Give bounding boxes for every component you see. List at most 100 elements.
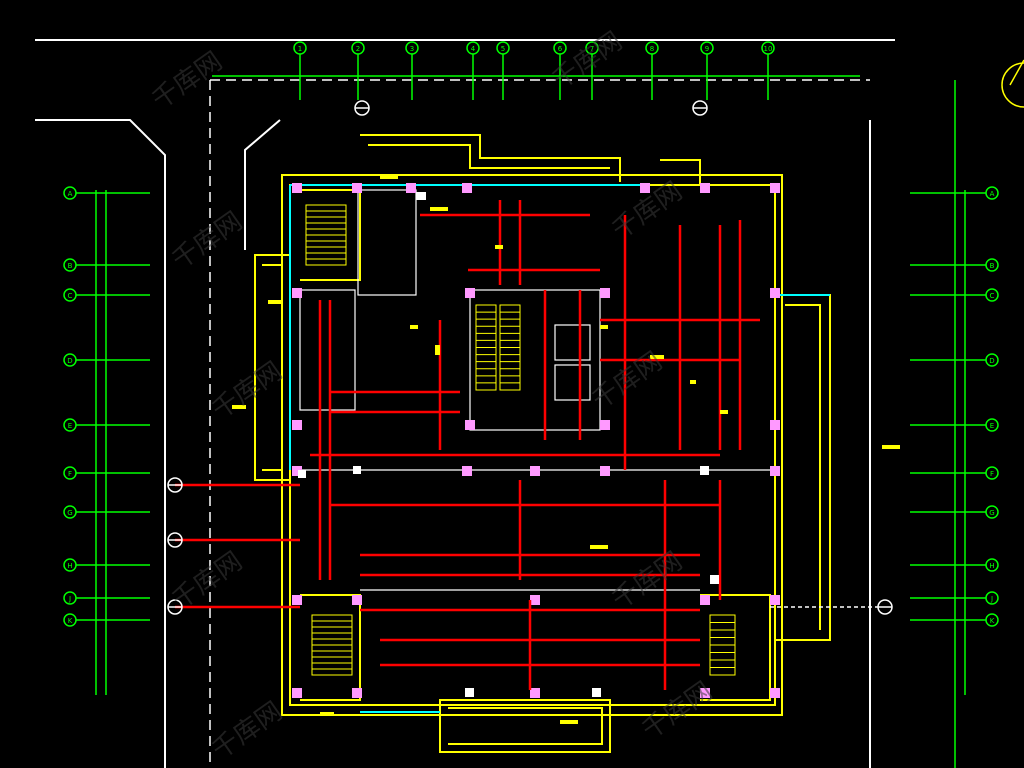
grid-bubble-top: 7: [585, 41, 599, 55]
grid-bubble-top: 8: [645, 41, 659, 55]
watermark-text: 千库网: [637, 676, 718, 745]
grid-bubble-left: G: [63, 505, 150, 519]
fixture: [495, 245, 503, 249]
fixture: [380, 175, 398, 179]
grid-bubble-label: A: [68, 190, 73, 198]
grid-bubble-top: 5: [496, 41, 510, 55]
stair-run: [709, 614, 736, 676]
glass-curtain: [289, 184, 830, 713]
column: [462, 466, 472, 476]
grid-bubble-label: 6: [558, 45, 563, 53]
stair-run: [305, 204, 347, 266]
grid-bubble-top: 2: [351, 41, 365, 55]
grid-bubble-top: 1: [293, 41, 307, 55]
column: [770, 466, 780, 476]
sprinkler-pipes: [175, 200, 760, 690]
watermark-text: 千库网: [607, 546, 688, 615]
column: [292, 688, 302, 698]
stair-run: [311, 614, 353, 676]
grid-bubble-label: K: [68, 617, 73, 625]
section-markers: [167, 100, 893, 615]
grid-bubble-label: 8: [650, 45, 654, 53]
column: [700, 595, 710, 605]
grid-bubble-right: E: [910, 418, 999, 432]
column: [530, 466, 540, 476]
watermark-text: 千库网: [147, 46, 228, 115]
grid-bubble-top: 10: [761, 41, 775, 55]
column: [770, 183, 780, 193]
fixture: [590, 545, 608, 549]
grid-bubble-right: G: [910, 505, 999, 519]
top-grid-bubbles: 1 2 3 4 5 6 7 8 9 10: [293, 41, 775, 55]
watermark-text: 千库网: [587, 346, 668, 415]
grid-bubble-label: 5: [501, 45, 505, 53]
column: [530, 688, 540, 698]
grid-bubble-label: K: [990, 617, 995, 625]
fixture: [600, 325, 608, 329]
grid-bubble-left: J: [63, 591, 150, 605]
grid-bubble-label: J: [990, 595, 993, 603]
grid-bubble-right: A: [910, 186, 999, 200]
stairs: [305, 204, 736, 676]
building-walls: [254, 134, 831, 753]
grid-bubble-left: A: [63, 186, 150, 200]
fixture: [435, 345, 440, 355]
grid-bubble-label: J: [68, 595, 71, 603]
watermark-text: 千库网: [167, 546, 248, 615]
grid-bubble-left: E: [63, 418, 150, 432]
grid-bubble-left: H: [63, 558, 150, 572]
grid-bubble-label: E: [990, 422, 994, 430]
room-markers: [298, 192, 719, 697]
fixture: [560, 720, 578, 724]
grid-bubble-right: H: [910, 558, 999, 572]
column: [292, 595, 302, 605]
grid-bubble-right: J: [910, 591, 999, 605]
grid-bubble-label: H: [989, 562, 994, 570]
column: [462, 183, 472, 193]
grid-bubble-right: D: [910, 353, 999, 367]
grid-bubble-top: 4: [466, 41, 480, 55]
grid-bubble-label: 7: [590, 45, 594, 53]
column: [292, 420, 302, 430]
grid-bubble-label: G: [67, 509, 72, 517]
grid-bubble-top: 9: [700, 41, 714, 55]
column: [700, 688, 710, 698]
fixture: [410, 325, 418, 329]
grid-bubble-right: K: [910, 613, 999, 627]
column: [352, 595, 362, 605]
grid-bubble-right: B: [910, 258, 999, 272]
grid-bubble-right: C: [910, 288, 999, 302]
site-boundary: [35, 39, 895, 768]
column: [770, 420, 780, 430]
grid-dimension-lines: [95, 54, 966, 768]
grid-bubble-left: B: [63, 258, 150, 272]
fixture: [268, 300, 282, 304]
column: [640, 183, 650, 193]
grid-bubble-label: 3: [410, 45, 414, 53]
grid-bubble-label: C: [990, 292, 995, 300]
grid-bubble-label: H: [67, 562, 72, 570]
grid-bubble-top: 3: [405, 41, 419, 55]
column: [770, 288, 780, 298]
column: [292, 183, 302, 193]
grid-bubble-left: C: [63, 288, 150, 302]
watermark: 千库网千库网千库网千库网千库网千库网千库网千库网千库网千库网: [147, 26, 718, 765]
grid-bubble-left: D: [63, 353, 150, 367]
north-arrow-icon: [1001, 59, 1024, 108]
watermark-text: 千库网: [207, 356, 288, 425]
column: [352, 688, 362, 698]
column: [465, 288, 475, 298]
watermark-text: 千库网: [547, 26, 628, 95]
grid-bubble-label: B: [990, 262, 995, 270]
column: [700, 183, 710, 193]
watermark-text: 千库网: [167, 206, 248, 275]
grid-bubble-right: F: [910, 466, 999, 480]
fixture-symbols: [232, 175, 900, 724]
fixture: [690, 380, 696, 384]
grid-bubble-label: A: [990, 190, 995, 198]
grid-bubble-left: K: [63, 613, 150, 627]
column: [530, 595, 540, 605]
